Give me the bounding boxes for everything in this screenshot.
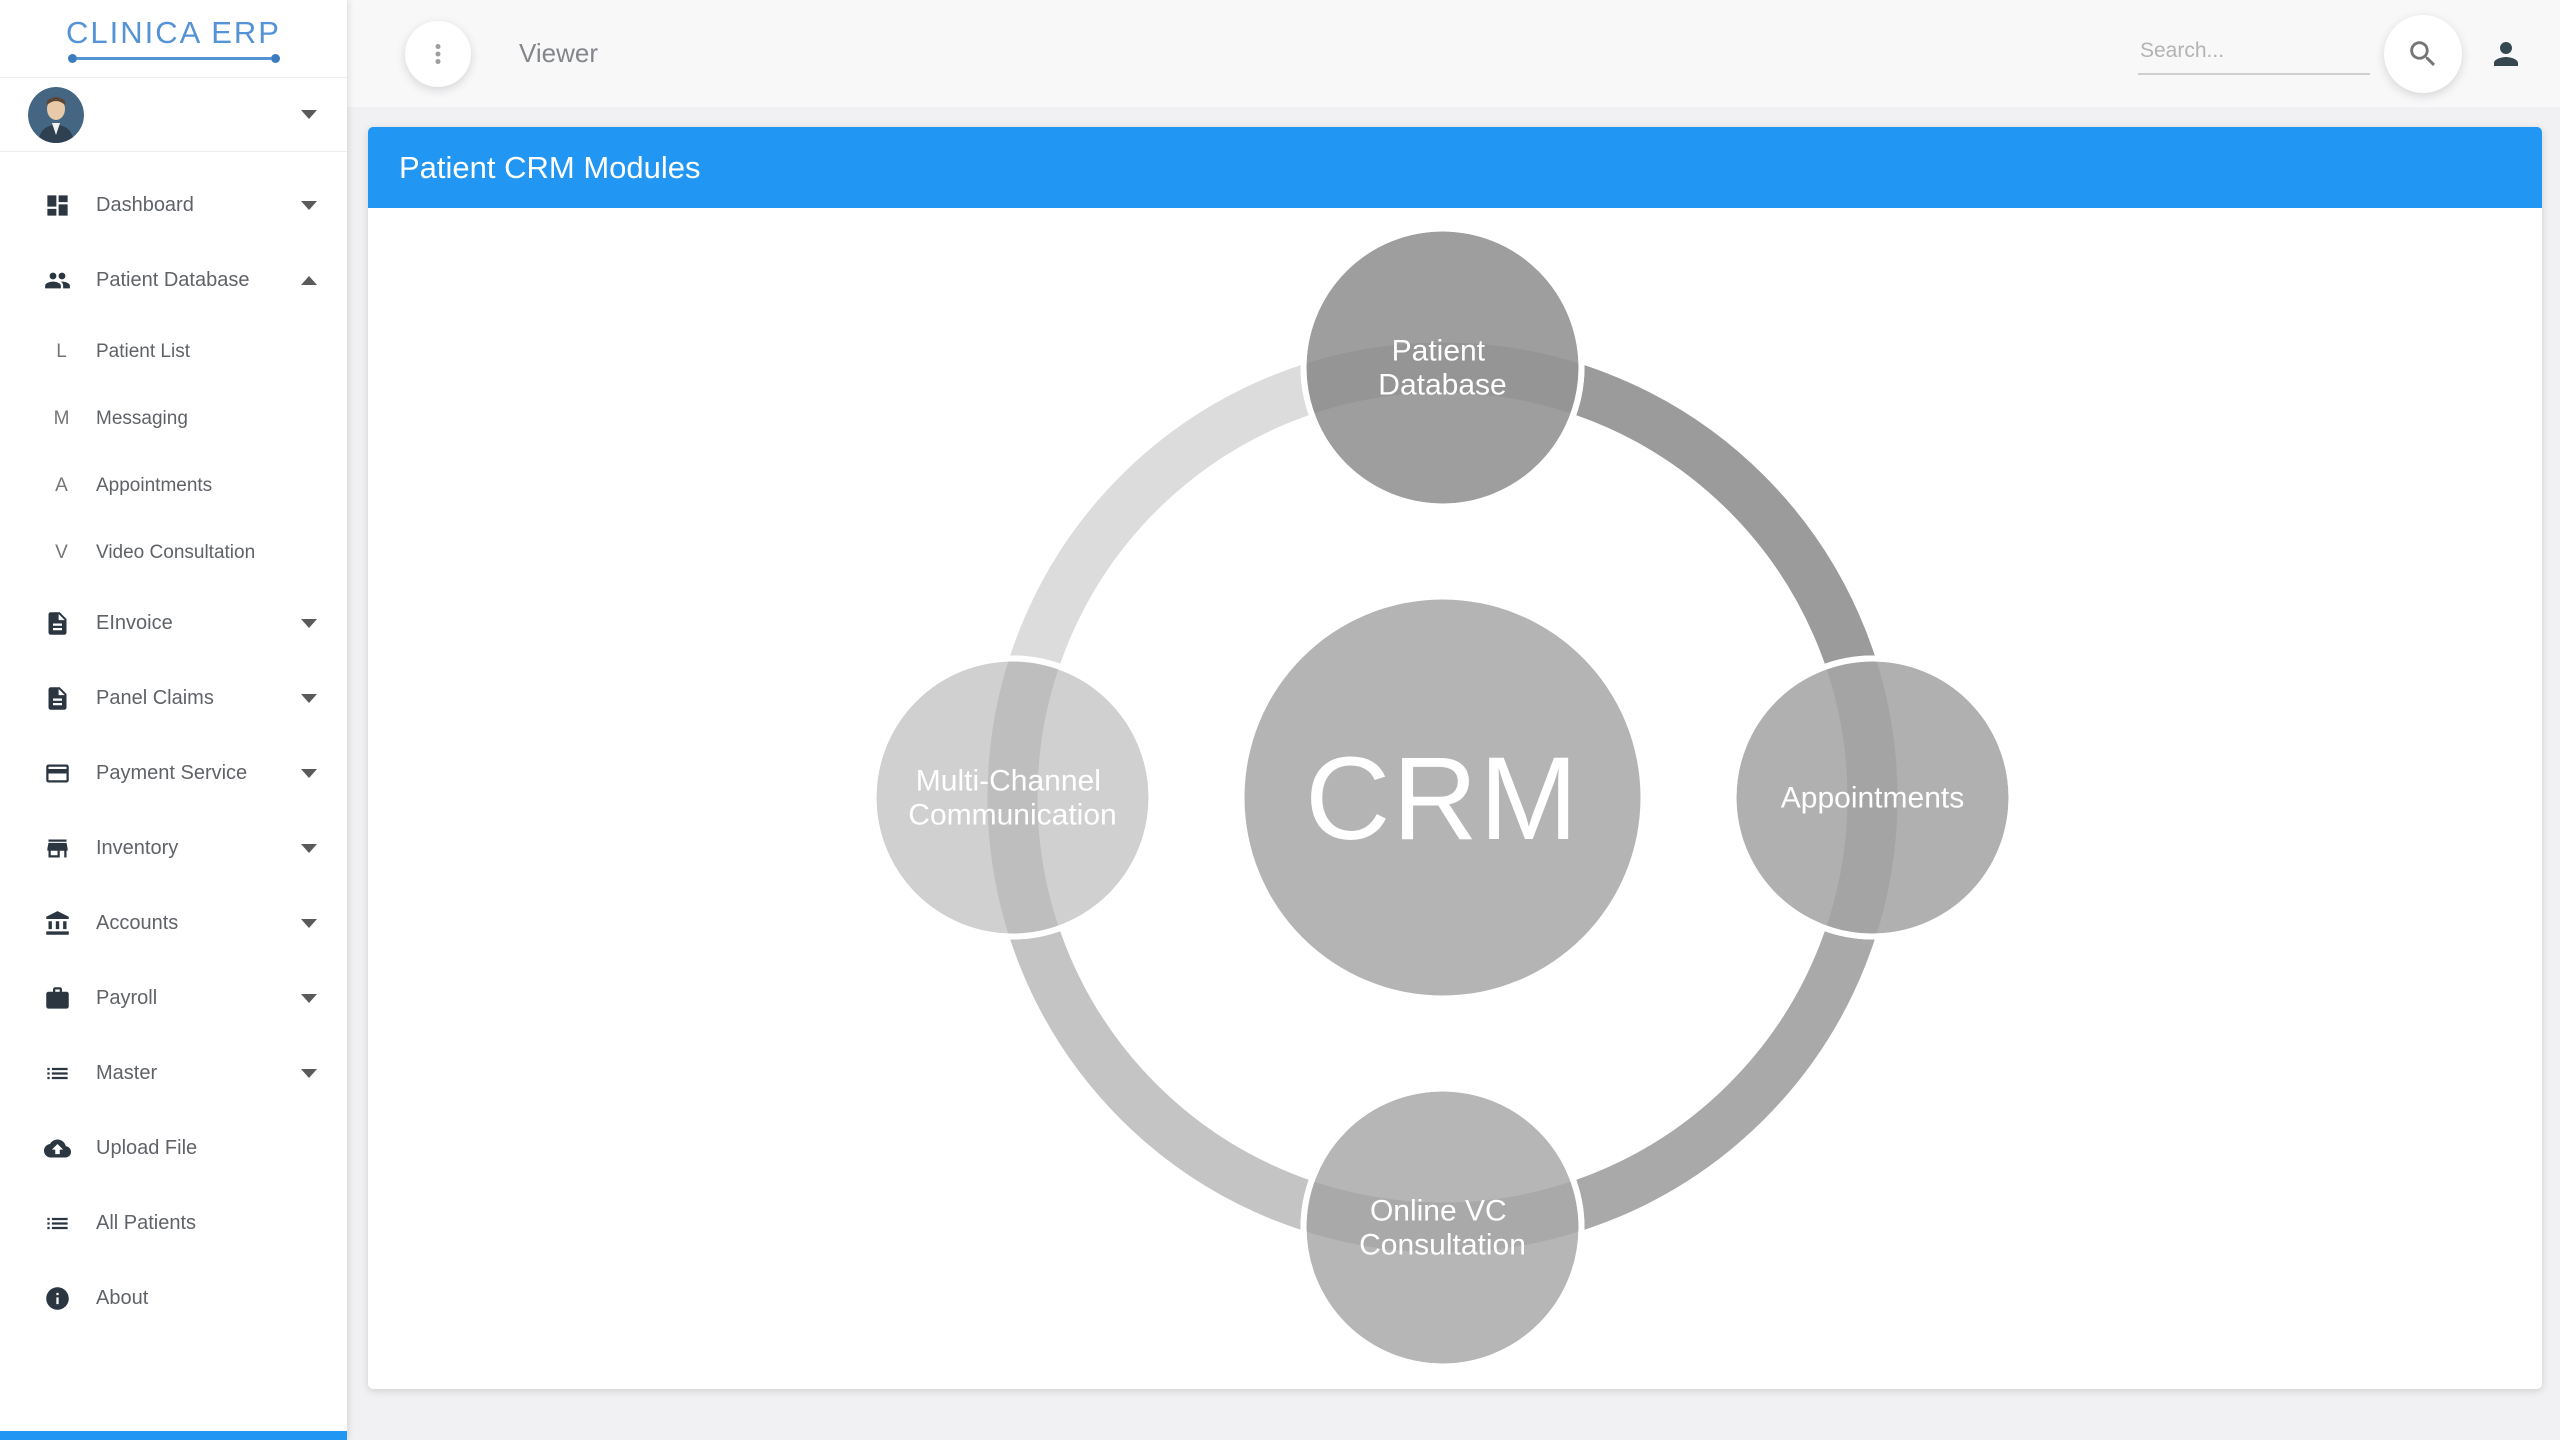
document-icon: [44, 610, 71, 637]
sidebar-item-dashboard[interactable]: Dashboard: [0, 168, 347, 243]
avatar[interactable]: [28, 86, 84, 143]
content-area: Patient CRM Modules: [347, 107, 2560, 1440]
credit-card-icon: [44, 760, 71, 787]
info-icon: [44, 1285, 71, 1312]
more-vert-button[interactable]: [405, 20, 471, 87]
sidebar-item-label: Inventory: [96, 837, 179, 859]
sidebar-item-einvoice[interactable]: EInvoice: [0, 586, 347, 661]
sidebar-item-label: Upload File: [96, 1137, 198, 1159]
sidebar-item-label: Payroll: [96, 987, 158, 1009]
subitem-letter: L: [56, 340, 67, 362]
node-appointments-label: Appointments: [1781, 782, 1964, 815]
sidebar-subitem-patient-list[interactable]: L Patient List: [0, 318, 347, 385]
sidebar-item-upload-file[interactable]: Upload File: [0, 1111, 347, 1186]
chevron-down-icon: [301, 201, 317, 210]
ring-band-overlay: [987, 342, 1898, 1253]
search-input[interactable]: [2138, 32, 2370, 75]
document-icon: [44, 685, 71, 712]
chevron-down-icon: [301, 844, 317, 853]
bank-icon: [44, 910, 71, 937]
sidebar-item-inventory[interactable]: Inventory: [0, 811, 347, 886]
cloud-upload-icon: [44, 1135, 71, 1162]
subitem-label: Appointments: [96, 474, 213, 496]
node-outline: [1730, 655, 2015, 940]
sidebar-item-panel-claims[interactable]: Panel Claims: [0, 661, 347, 736]
node-outline: [870, 655, 1155, 940]
sidebar-item-payment-service[interactable]: Payment Service: [0, 736, 347, 811]
subitem-label: Video Consultation: [96, 541, 256, 563]
sidebar-item-about[interactable]: About: [0, 1261, 347, 1336]
list-icon: [44, 1210, 71, 1237]
sidebar-item-master[interactable]: Master: [0, 1036, 347, 1111]
sidebar-item-accounts[interactable]: Accounts: [0, 886, 347, 961]
card-title: Patient CRM Modules: [399, 149, 701, 185]
sidebar-item-label: Dashboard: [96, 194, 194, 216]
sidebar: CLINICA ERP: [0, 0, 347, 1440]
brand-underline: [67, 53, 280, 63]
brand-name: CLINICA ERP: [66, 14, 281, 50]
sidebar-subitem-video-consultation[interactable]: V Video Consultation: [0, 519, 347, 586]
center-crm-label: CRM: [1305, 733, 1580, 865]
topbar: Viewer: [347, 0, 2560, 107]
sidebar-item-label: Panel Claims: [96, 687, 214, 709]
search-icon: [2410, 40, 2436, 66]
node-online-vc-label: Online VC Consultation: [1359, 1195, 1526, 1262]
sidebar-item-label: About: [96, 1287, 149, 1309]
card-header: Patient CRM Modules: [368, 127, 2542, 208]
subitem-label: Messaging: [96, 407, 188, 429]
chevron-down-icon: [301, 769, 317, 778]
list-icon: [44, 1060, 71, 1087]
chevron-down-icon: [301, 994, 317, 1003]
node-outline: [1300, 1085, 1585, 1370]
brand-line: [76, 56, 271, 60]
brand-dot-right: [270, 53, 280, 63]
search-button[interactable]: [2384, 14, 2462, 93]
node-outline: [1300, 225, 1585, 510]
user-menu-button[interactable]: [2488, 36, 2524, 72]
chevron-up-icon: [301, 276, 317, 285]
page-title: Viewer: [519, 38, 599, 68]
topbar-right: [2138, 14, 2524, 93]
sidebar-item-payroll[interactable]: Payroll: [0, 961, 347, 1036]
chevron-down-icon: [301, 110, 317, 119]
chevron-down-icon: [301, 1069, 317, 1078]
briefcase-icon: [44, 985, 71, 1012]
subitem-letter: M: [53, 407, 70, 429]
sidebar-subitem-messaging[interactable]: M Messaging: [0, 385, 347, 452]
profile-menu[interactable]: [0, 78, 347, 152]
chevron-down-icon: [301, 694, 317, 703]
dashboard-icon: [44, 192, 71, 219]
sidebar-menu: Dashboard Patient Database L Patient Lis…: [0, 152, 347, 1336]
more-vert-icon: [435, 43, 441, 64]
sidebar-item-label: Master: [96, 1062, 158, 1084]
sidebar-item-all-patients[interactable]: All Patients: [0, 1186, 347, 1261]
chevron-down-icon: [301, 619, 317, 628]
sidebar-item-label: All Patients: [96, 1212, 197, 1234]
user-icon: [2494, 41, 2518, 66]
subitem-label: Patient List: [96, 340, 190, 362]
crm-cycle-diagram: CRM Patient Database Appointments Online…: [870, 225, 2015, 1370]
sidebar-accent-strip: [0, 1431, 347, 1440]
chevron-down-icon: [301, 919, 317, 928]
people-icon: [44, 267, 71, 294]
center-crm-circle[interactable]: [1244, 599, 1641, 996]
sidebar-item-patient-database[interactable]: Patient Database: [0, 243, 347, 318]
sidebar-item-label: Patient Database: [96, 269, 250, 291]
subitem-letter: A: [55, 474, 68, 496]
subitem-letter: V: [55, 541, 68, 563]
node-patient-database-label: Patient Database: [1378, 335, 1506, 402]
store-icon: [44, 835, 71, 862]
sidebar-item-label: Payment Service: [96, 762, 248, 784]
main-area: Viewer Patient CRM Modules: [347, 0, 2560, 1440]
card-body: CRM Patient Database Appointments Online…: [368, 208, 2542, 1389]
sidebar-item-label: Accounts: [96, 912, 179, 934]
brand-dot-left: [67, 53, 77, 63]
sidebar-item-label: EInvoice: [96, 612, 173, 634]
patient-crm-modules-card: Patient CRM Modules: [368, 127, 2542, 1389]
node-multi-channel-label: Multi-Channel Communication: [908, 765, 1116, 832]
sidebar-subitem-appointments[interactable]: A Appointments: [0, 452, 347, 519]
brand-logo: CLINICA ERP: [0, 0, 347, 78]
